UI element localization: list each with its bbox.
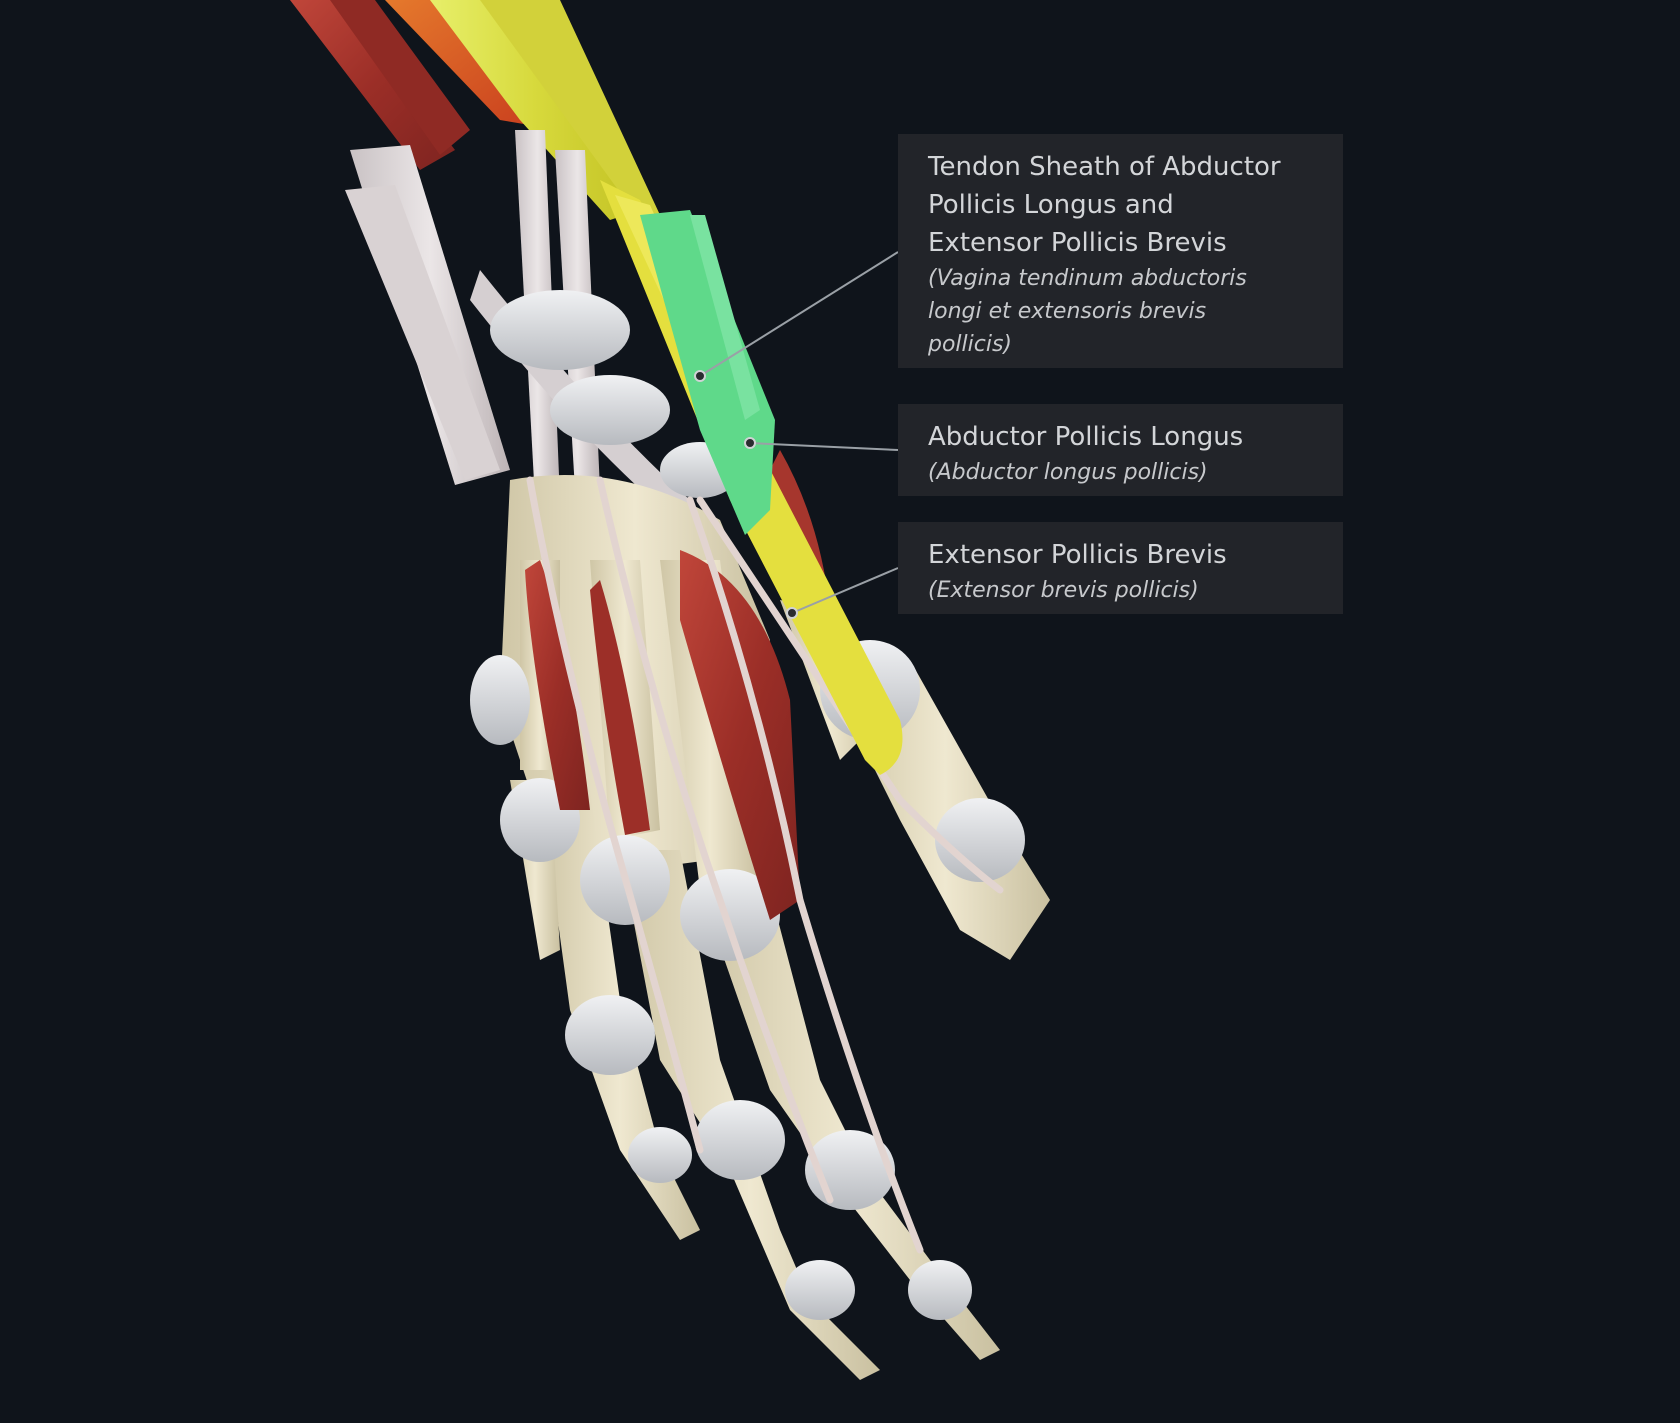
label-extensor-pollicis-brevis[interactable]: Extensor Pollicis Brevis (Extensor brevi…: [898, 522, 1343, 614]
pin-abductor[interactable]: [744, 437, 756, 449]
pin-sheath[interactable]: [694, 370, 706, 382]
wrist-tendons: [345, 130, 740, 520]
label-title-line: Pollicis Longus and: [928, 190, 1174, 220]
leader-lines: [699, 251, 899, 614]
label-abductor-pollicis-longus[interactable]: Abductor Pollicis Longus (Abductor longu…: [898, 404, 1343, 496]
pin-extensor[interactable]: [786, 607, 798, 619]
highlighted-thumb-tendons: [600, 180, 903, 775]
leader-dots: [694, 370, 798, 619]
label-latin-line: (Abductor longus pollicis): [928, 460, 1208, 485]
leader-line-abductor: [749, 442, 899, 451]
label-title-line: Abductor Pollicis Longus: [928, 422, 1244, 452]
label-title-line: Extensor Pollicis Brevis: [928, 540, 1227, 570]
label-tendon-sheath[interactable]: Tendon Sheath of Abductor Pollicis Longu…: [898, 134, 1343, 368]
leader-line-sheath: [699, 251, 899, 377]
label-title-line: Tendon Sheath of Abductor: [928, 152, 1281, 182]
label-latin-line: (Vagina tendinum abductoris: [928, 266, 1247, 291]
leader-line-extensor: [791, 567, 899, 614]
label-latin-line: (Extensor brevis pollicis): [928, 578, 1199, 603]
label-latin-line: longi et extensoris brevis: [928, 299, 1207, 324]
forearm-muscles: [290, 0, 660, 220]
label-title-line: Extensor Pollicis Brevis: [928, 228, 1227, 258]
label-latin-line: pollicis): [928, 332, 1013, 357]
